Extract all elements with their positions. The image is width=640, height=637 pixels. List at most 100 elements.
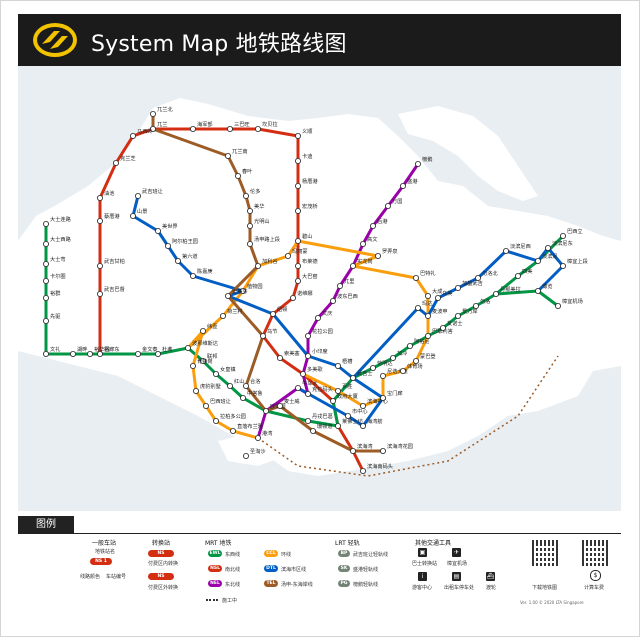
station-label-chinatown[interactable]: 牛车水 — [302, 379, 318, 387]
station-marker-woodlands[interactable] — [149, 126, 156, 133]
station-label-tiong-bahru[interactable]: 中峇鲁 — [247, 389, 263, 397]
station-marker-bedok[interactable] — [472, 302, 479, 309]
station-marker-chinatown[interactable] — [294, 384, 301, 391]
station-marker-stadium[interactable] — [399, 367, 406, 374]
station-marker-kaki-bukit[interactable] — [454, 284, 461, 291]
station-label-bright-hill[interactable]: 光明山 — [254, 217, 270, 225]
station-label-yishun[interactable]: 义顺 — [302, 128, 312, 135]
station-marker-newton[interactable] — [269, 310, 276, 317]
station-label-commonwealth[interactable]: 联邦 — [207, 352, 217, 360]
station-label-jurong-east[interactable]: 裕廊东 — [104, 345, 120, 353]
station-label-woodlands-south[interactable]: 兀兰南 — [232, 147, 248, 155]
station-marker-lorong-chuan[interactable] — [374, 252, 381, 259]
station-marker-joo-koon[interactable] — [42, 294, 49, 301]
station-marker-bukit-gombak[interactable] — [97, 262, 104, 269]
station-marker-bayfront[interactable] — [359, 422, 366, 429]
station-marker-tiong-bahru[interactable] — [239, 394, 246, 401]
station-label-tuas-link[interactable]: 大士连路 — [50, 215, 72, 223]
station-marker-pioneer[interactable] — [42, 317, 49, 324]
station-marker-tuas-link[interactable] — [42, 220, 49, 227]
station-label-woodleigh[interactable]: 兀里 — [344, 278, 354, 285]
station-label-woodlands[interactable]: 兀兰 — [157, 120, 167, 128]
station-marker-punggol[interactable] — [414, 161, 421, 168]
station-marker-aljunied[interactable] — [406, 342, 413, 349]
station-marker-eunos[interactable] — [439, 324, 446, 331]
station-marker-woodleigh[interactable] — [336, 282, 343, 289]
station-label-changi-airport[interactable]: 樟宜机场 — [562, 297, 583, 305]
station-label-raffles-place[interactable]: 莱佛士坊 — [342, 417, 363, 425]
station-marker-novena[interactable] — [289, 294, 296, 301]
station-label-holland-village[interactable]: 荷兰村 — [227, 307, 243, 315]
station-marker-downtown[interactable] — [344, 412, 351, 419]
station-label-kent-ridge[interactable]: 肯特岗 — [197, 357, 213, 365]
station-marker-sentosa[interactable] — [242, 452, 249, 459]
station-marker-kallang[interactable] — [389, 354, 396, 361]
station-marker-yew-tee[interactable] — [97, 194, 104, 201]
station-marker-lavender[interactable] — [369, 364, 376, 371]
station-label-tampines-east[interactable]: 淡滨尼东 — [552, 239, 573, 247]
station-label-tuas-west-road[interactable]: 大士西路 — [50, 235, 72, 243]
station-marker-king-albert-park[interactable] — [164, 242, 171, 249]
station-marker-hougang[interactable] — [369, 222, 376, 229]
station-label-little-india[interactable]: 小印度 — [312, 347, 328, 355]
station-label-telok-blangah[interactable]: 直落布兰雅 — [237, 422, 263, 430]
station-marker-one-north[interactable] — [199, 327, 206, 334]
station-label-maxwell[interactable]: 麦士威 — [284, 397, 300, 405]
station-label-beauty-world[interactable]: 美世界 — [162, 222, 178, 230]
station-label-kranji[interactable]: 克兰芝 — [120, 154, 136, 162]
station-marker-bugis[interactable] — [349, 374, 356, 381]
station-marker-tai-seng[interactable] — [424, 292, 431, 299]
station-marker-marina-south-pier[interactable] — [359, 467, 366, 474]
station-label-esplanade[interactable]: 滨海中心 — [367, 397, 388, 405]
station-label-stadium[interactable]: 体育场 — [407, 362, 423, 370]
station-label-bukit-batok[interactable]: 武吉巴督 — [104, 285, 125, 293]
station-label-clementi[interactable]: 金文泰 — [142, 345, 158, 353]
station-marker-bedok-north[interactable] — [474, 274, 481, 281]
station-marker-khatib[interactable] — [294, 158, 301, 165]
station-label-bartley[interactable]: 巴特礼 — [420, 269, 436, 277]
station-label-city-hall[interactable]: 政府大厦 — [337, 392, 358, 400]
station-marker-dover[interactable] — [154, 350, 161, 357]
station-label-bishan[interactable]: 碧山 — [302, 232, 312, 240]
station-marker-mountbatten[interactable] — [412, 357, 419, 364]
station-label-tan-kah-kee[interactable]: 陈嘉庚 — [197, 267, 213, 275]
station-marker-expo[interactable] — [535, 287, 542, 294]
station-marker-beauty-world[interactable] — [154, 227, 161, 234]
station-label-punggol[interactable]: 榜鹅 — [422, 155, 432, 163]
station-label-gardens-by-the-bay[interactable]: 滨海湾花园 — [387, 442, 413, 450]
station-marker-little-india[interactable] — [304, 352, 311, 359]
station-label-mountbatten[interactable]: 蒙巴登 — [420, 352, 436, 360]
station-label-springleaf[interactable]: 春叶 — [242, 167, 252, 175]
station-marker-paya-lebar[interactable] — [424, 332, 431, 339]
station-label-lorong-chuan[interactable]: 罗弄泉 — [382, 247, 398, 255]
station-marker-kent-ridge[interactable] — [189, 362, 196, 369]
station-marker-bras-basah[interactable] — [334, 387, 341, 394]
station-marker-sembawang[interactable] — [226, 126, 233, 133]
station-label-marina-south-pier[interactable]: 滨海南码头 — [367, 462, 393, 470]
station-label-bedok[interactable]: 勿洛 — [480, 297, 491, 305]
station-marker-rochor[interactable] — [334, 362, 341, 369]
station-label-bras-basah[interactable]: 百胜 — [342, 382, 352, 390]
station-label-boon-keng[interactable]: 文庆 — [322, 309, 332, 317]
station-marker-kranji[interactable] — [113, 160, 120, 167]
station-label-havelock[interactable]: 合洛 — [250, 377, 261, 385]
station-marker-bukit-panjang[interactable] — [135, 193, 142, 200]
station-marker-tanjong-pagar[interactable] — [304, 417, 311, 424]
station-label-aljunied[interactable]: 阿裕尼 — [414, 337, 430, 345]
station-marker-bishan[interactable] — [294, 237, 301, 244]
station-label-canberra[interactable]: 坎贝拉 — [262, 120, 278, 128]
station-label-stevens[interactable]: 史蒂芬 — [232, 287, 248, 295]
station-label-marymount[interactable]: 玛丽蒙 — [292, 247, 308, 255]
station-label-yio-chu-kang[interactable]: 杨厝港 — [302, 177, 318, 185]
station-label-kembangan[interactable]: 景万岸 — [462, 308, 478, 315]
station-marker-marina-bay[interactable] — [349, 447, 356, 454]
station-label-gul-circle[interactable]: 卡尔圈 — [50, 272, 66, 280]
station-label-yew-tee[interactable]: 油池 — [104, 189, 114, 197]
station-label-shenton-way[interactable]: 珊顿道 — [317, 422, 333, 430]
station-marker-ubi[interactable] — [434, 294, 441, 301]
station-marker-sengkang[interactable] — [399, 183, 406, 190]
station-label-paya-lebar[interactable]: 巴耶利峇 — [432, 327, 454, 335]
station-label-queenstown[interactable]: 女皇镇 — [220, 365, 236, 373]
station-label-redhill[interactable]: 红山 — [234, 377, 244, 385]
station-label-nicoll-highway[interactable]: 尼诰大道 — [387, 367, 408, 375]
